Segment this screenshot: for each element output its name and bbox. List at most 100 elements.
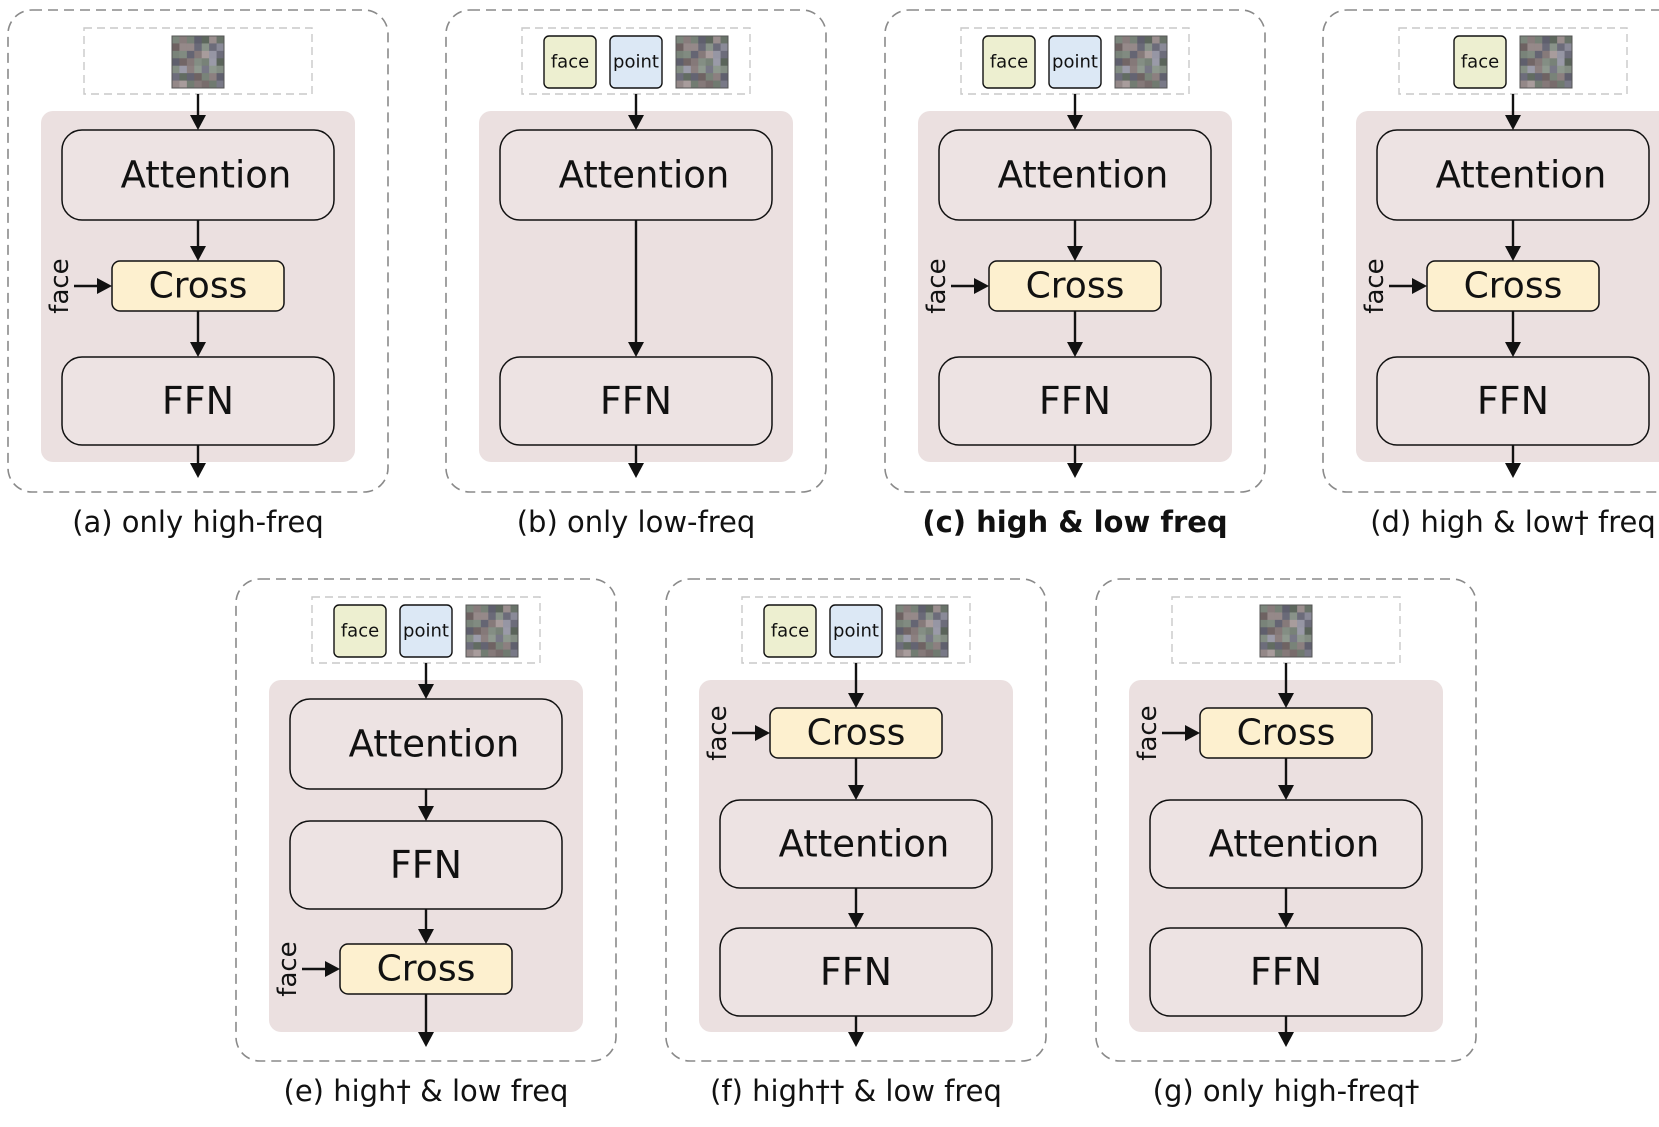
- flow-arrow: [628, 220, 644, 357]
- input-arrow: [1278, 663, 1294, 708]
- cross-label: Cross: [377, 949, 476, 990]
- flow-arrow: [848, 888, 864, 928]
- point-token: point: [609, 35, 663, 89]
- face-condition-arrow: [732, 725, 770, 741]
- cross-label: Cross: [1237, 713, 1336, 754]
- noise-latent-image: [895, 604, 949, 658]
- flow-arrow: [1278, 888, 1294, 928]
- caption-d: (d) high & low† freq: [1370, 505, 1656, 539]
- face-token: face: [333, 604, 387, 658]
- face-token: face: [982, 35, 1036, 89]
- face-token: face: [1453, 35, 1507, 89]
- output-arrow: [1505, 445, 1521, 478]
- cross-label: Cross: [807, 713, 906, 754]
- input-tokens-container: [1398, 27, 1628, 95]
- face-condition-arrow: [1389, 278, 1427, 294]
- flow-arrow: [190, 220, 206, 261]
- flow-arrow: [1067, 311, 1083, 357]
- cross-module: Cross face: [703, 705, 943, 761]
- attention-label: Attention: [349, 723, 520, 766]
- output-arrow: [190, 445, 206, 478]
- attention-label: Attention: [1209, 823, 1380, 866]
- face-condition-label: face: [45, 258, 75, 313]
- flow-arrow: [1278, 758, 1294, 800]
- ffn-label: FFN: [1250, 950, 1322, 994]
- flow-arrow: [1505, 311, 1521, 357]
- cross-label: Cross: [1026, 266, 1125, 307]
- point-token-label: point: [403, 621, 449, 642]
- input-arrow: [1505, 94, 1521, 130]
- face-token-label: face: [1461, 52, 1499, 73]
- flow-arrow: [418, 909, 434, 944]
- face-condition-label: face: [922, 258, 952, 313]
- cross-module: Cross face: [922, 258, 1162, 314]
- attention-label: Attention: [1436, 154, 1607, 197]
- face-condition-label: face: [273, 941, 303, 996]
- face-token: face: [543, 35, 597, 89]
- point-token: point: [1048, 35, 1102, 89]
- caption-a: (a) only high-freq: [72, 505, 324, 539]
- attention-module: Attention: [499, 129, 773, 221]
- input-arrow: [848, 663, 864, 708]
- attention-module: Attention: [719, 799, 993, 889]
- panel-frame: [1322, 9, 1659, 493]
- cross-label: Cross: [1464, 266, 1563, 307]
- flow-arrow: [1067, 220, 1083, 261]
- face-token-label: face: [990, 52, 1028, 73]
- ffn-module: FFN: [1376, 356, 1650, 446]
- face-condition-arrow: [302, 961, 340, 977]
- ffn-module: FFN: [499, 356, 773, 446]
- attention-module: Attention: [1376, 129, 1650, 221]
- input-arrow: [418, 663, 434, 699]
- cross-module: Cross face: [45, 258, 285, 314]
- ffn-module: FFN: [289, 820, 563, 910]
- attention-label: Attention: [779, 823, 950, 866]
- noise-latent-image: [465, 604, 519, 658]
- attention-module: Attention: [1149, 799, 1423, 889]
- face-condition-label: face: [703, 705, 733, 760]
- face-token-label: face: [551, 52, 589, 73]
- cross-module: Cross face: [273, 941, 513, 997]
- point-token: point: [829, 604, 883, 658]
- ffn-module: FFN: [1149, 927, 1423, 1017]
- caption-e: (e) high† & low freq: [283, 1074, 569, 1108]
- attention-module: Attention: [289, 698, 563, 790]
- flow-arrow: [190, 311, 206, 357]
- ffn-module: FFN: [719, 927, 993, 1017]
- face-condition-label: face: [1360, 258, 1390, 313]
- output-arrow: [418, 994, 434, 1047]
- face-condition-arrow: [1162, 725, 1200, 741]
- caption-b: (b) only low-freq: [516, 505, 756, 539]
- point-token-label: point: [613, 52, 659, 73]
- output-arrow: [1067, 445, 1083, 478]
- face-token-label: face: [771, 621, 809, 642]
- input-arrow: [628, 94, 644, 130]
- panel-frame: [1095, 578, 1477, 1062]
- flow-arrow: [1505, 220, 1521, 261]
- cross-label: Cross: [149, 266, 248, 307]
- flow-arrow: [848, 758, 864, 800]
- ffn-module: FFN: [938, 356, 1212, 446]
- output-arrow: [628, 445, 644, 478]
- caption-g: (g) only high-freq†: [1152, 1074, 1420, 1108]
- point-token-label: point: [1052, 52, 1098, 73]
- flow-arrow: [418, 789, 434, 821]
- noise-latent-image: [171, 35, 225, 89]
- panel-frame: [445, 9, 827, 493]
- point-token: point: [399, 604, 453, 658]
- output-arrow: [1278, 1016, 1294, 1047]
- attention-module: Attention: [61, 129, 335, 221]
- panel-frame: [665, 578, 1047, 1062]
- cross-module: Cross face: [1360, 258, 1600, 314]
- noise-latent-image: [675, 35, 729, 89]
- input-arrow: [190, 94, 206, 130]
- attention-module: Attention: [938, 129, 1212, 221]
- ffn-label: FFN: [390, 843, 462, 887]
